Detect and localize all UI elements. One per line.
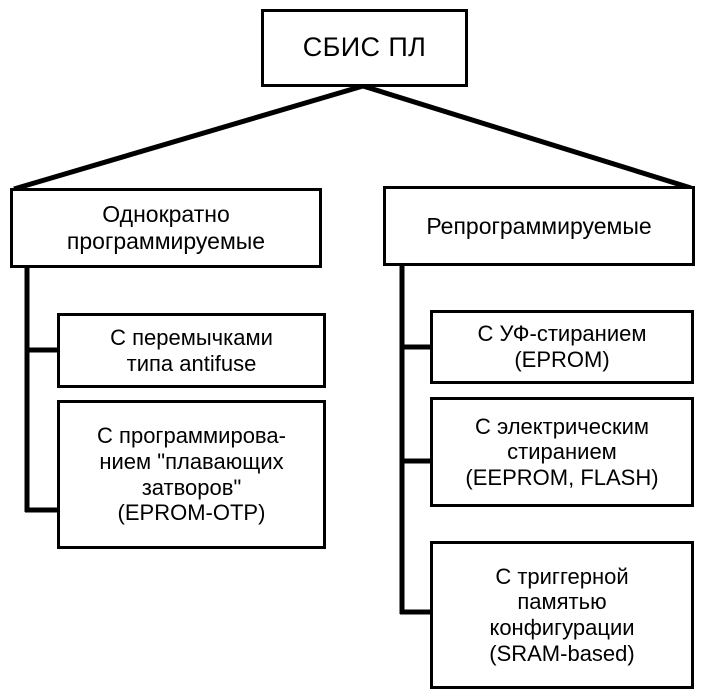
node-root-sbis-pl[interactable]: СБИС ПЛ bbox=[261, 9, 468, 87]
node-trigger-memory[interactable]: С триггерной памятью конфигурации (SRAM-… bbox=[430, 541, 694, 689]
node-antifuse[interactable]: С перемычками типа antifuse bbox=[57, 313, 326, 388]
node-reprogrammable[interactable]: Репрограммируемые bbox=[383, 186, 695, 266]
node-uv-erase[interactable]: С УФ-стиранием (EPROM) bbox=[430, 310, 694, 384]
node-once-programmable[interactable]: Однократно программируемые bbox=[10, 188, 322, 268]
node-electric-erase[interactable]: С электрическим стиранием (EEPROM, FLASH… bbox=[430, 397, 694, 507]
connector-root-to-right bbox=[362, 83, 692, 191]
connector-root-to-left bbox=[13, 83, 364, 192]
node-floating-gates[interactable]: С программирова- нием "плавающих затворо… bbox=[57, 400, 326, 549]
